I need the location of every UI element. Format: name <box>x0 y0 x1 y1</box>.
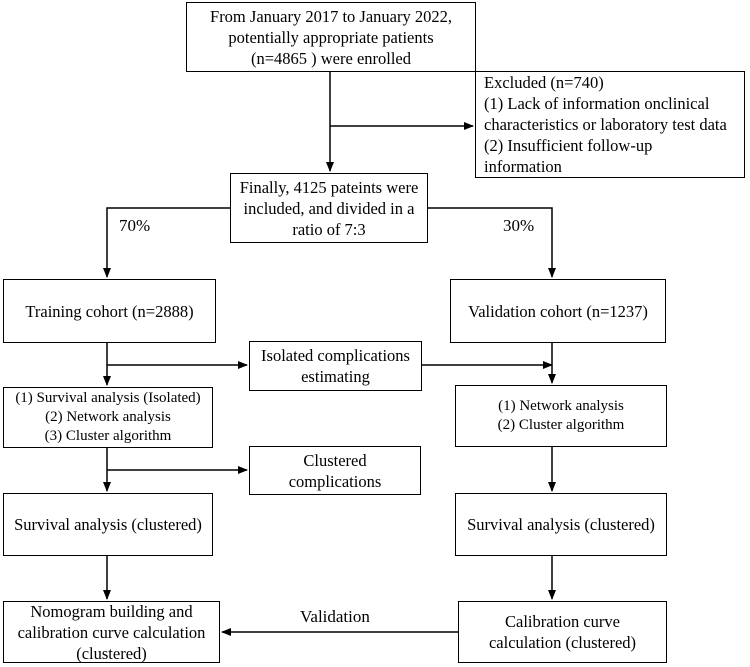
arrow-to-training <box>103 207 230 278</box>
clustered-complications-text: Clustered complications <box>288 450 382 491</box>
included-text: Finally, 4125 pateints were included, an… <box>239 177 419 239</box>
included-box: Finally, 4125 pateints were included, an… <box>230 173 428 243</box>
training-cohort-text: Training cohort (n=2888) <box>25 301 194 321</box>
training-survival-box: Survival analysis (clustered) <box>3 493 213 556</box>
nomogram-text: Nomogram building and calibration curve … <box>17 601 206 663</box>
validation-survival-box: Survival analysis (clustered) <box>455 493 667 556</box>
validation-methods-text: (1) Network analysis (2) Cluster algorit… <box>497 398 625 433</box>
enrolled-box: From January 2017 to January 2022, poten… <box>186 2 476 72</box>
training-methods-box: (1) Survival analysis (Isolated) (2) Net… <box>3 387 213 448</box>
validation-survival-text: Survival analysis (clustered) <box>467 515 655 534</box>
validation-cohort-box: Validation cohort (n=1237) <box>450 279 666 343</box>
validation-cohort-text: Validation cohort (n=1237) <box>468 301 648 321</box>
nomogram-box: Nomogram building and calibration curve … <box>3 601 220 663</box>
training-survival-text: Survival analysis (clustered) <box>14 515 202 534</box>
validation-methods-box: (1) Network analysis (2) Cluster algorit… <box>455 385 667 447</box>
arrow-to-validation <box>428 207 556 278</box>
calibration-box: Calibration curve calculation (clustered… <box>458 601 667 663</box>
isolated-complications-text: Isolated complications estimating <box>261 346 410 386</box>
clustered-complications-box: Clustered complications <box>249 446 421 495</box>
isolated-complications-box: Isolated complications estimating <box>249 341 422 391</box>
enrolled-text: From January 2017 to January 2022, poten… <box>210 6 452 68</box>
validation-arrow-label: Validation <box>300 607 370 626</box>
calibration-text: Calibration curve calculation (clustered… <box>488 612 637 652</box>
right-ratio-label: 30% <box>503 216 535 235</box>
left-ratio-label: 70% <box>119 216 151 235</box>
excluded-box: Excluded (n=740) (1) Lack of information… <box>475 71 745 178</box>
excluded-text: Excluded (n=740) (1) Lack of information… <box>484 73 727 176</box>
training-cohort-box: Training cohort (n=2888) <box>3 279 216 343</box>
training-methods-text: (1) Survival analysis (Isolated) (2) Net… <box>15 390 201 444</box>
